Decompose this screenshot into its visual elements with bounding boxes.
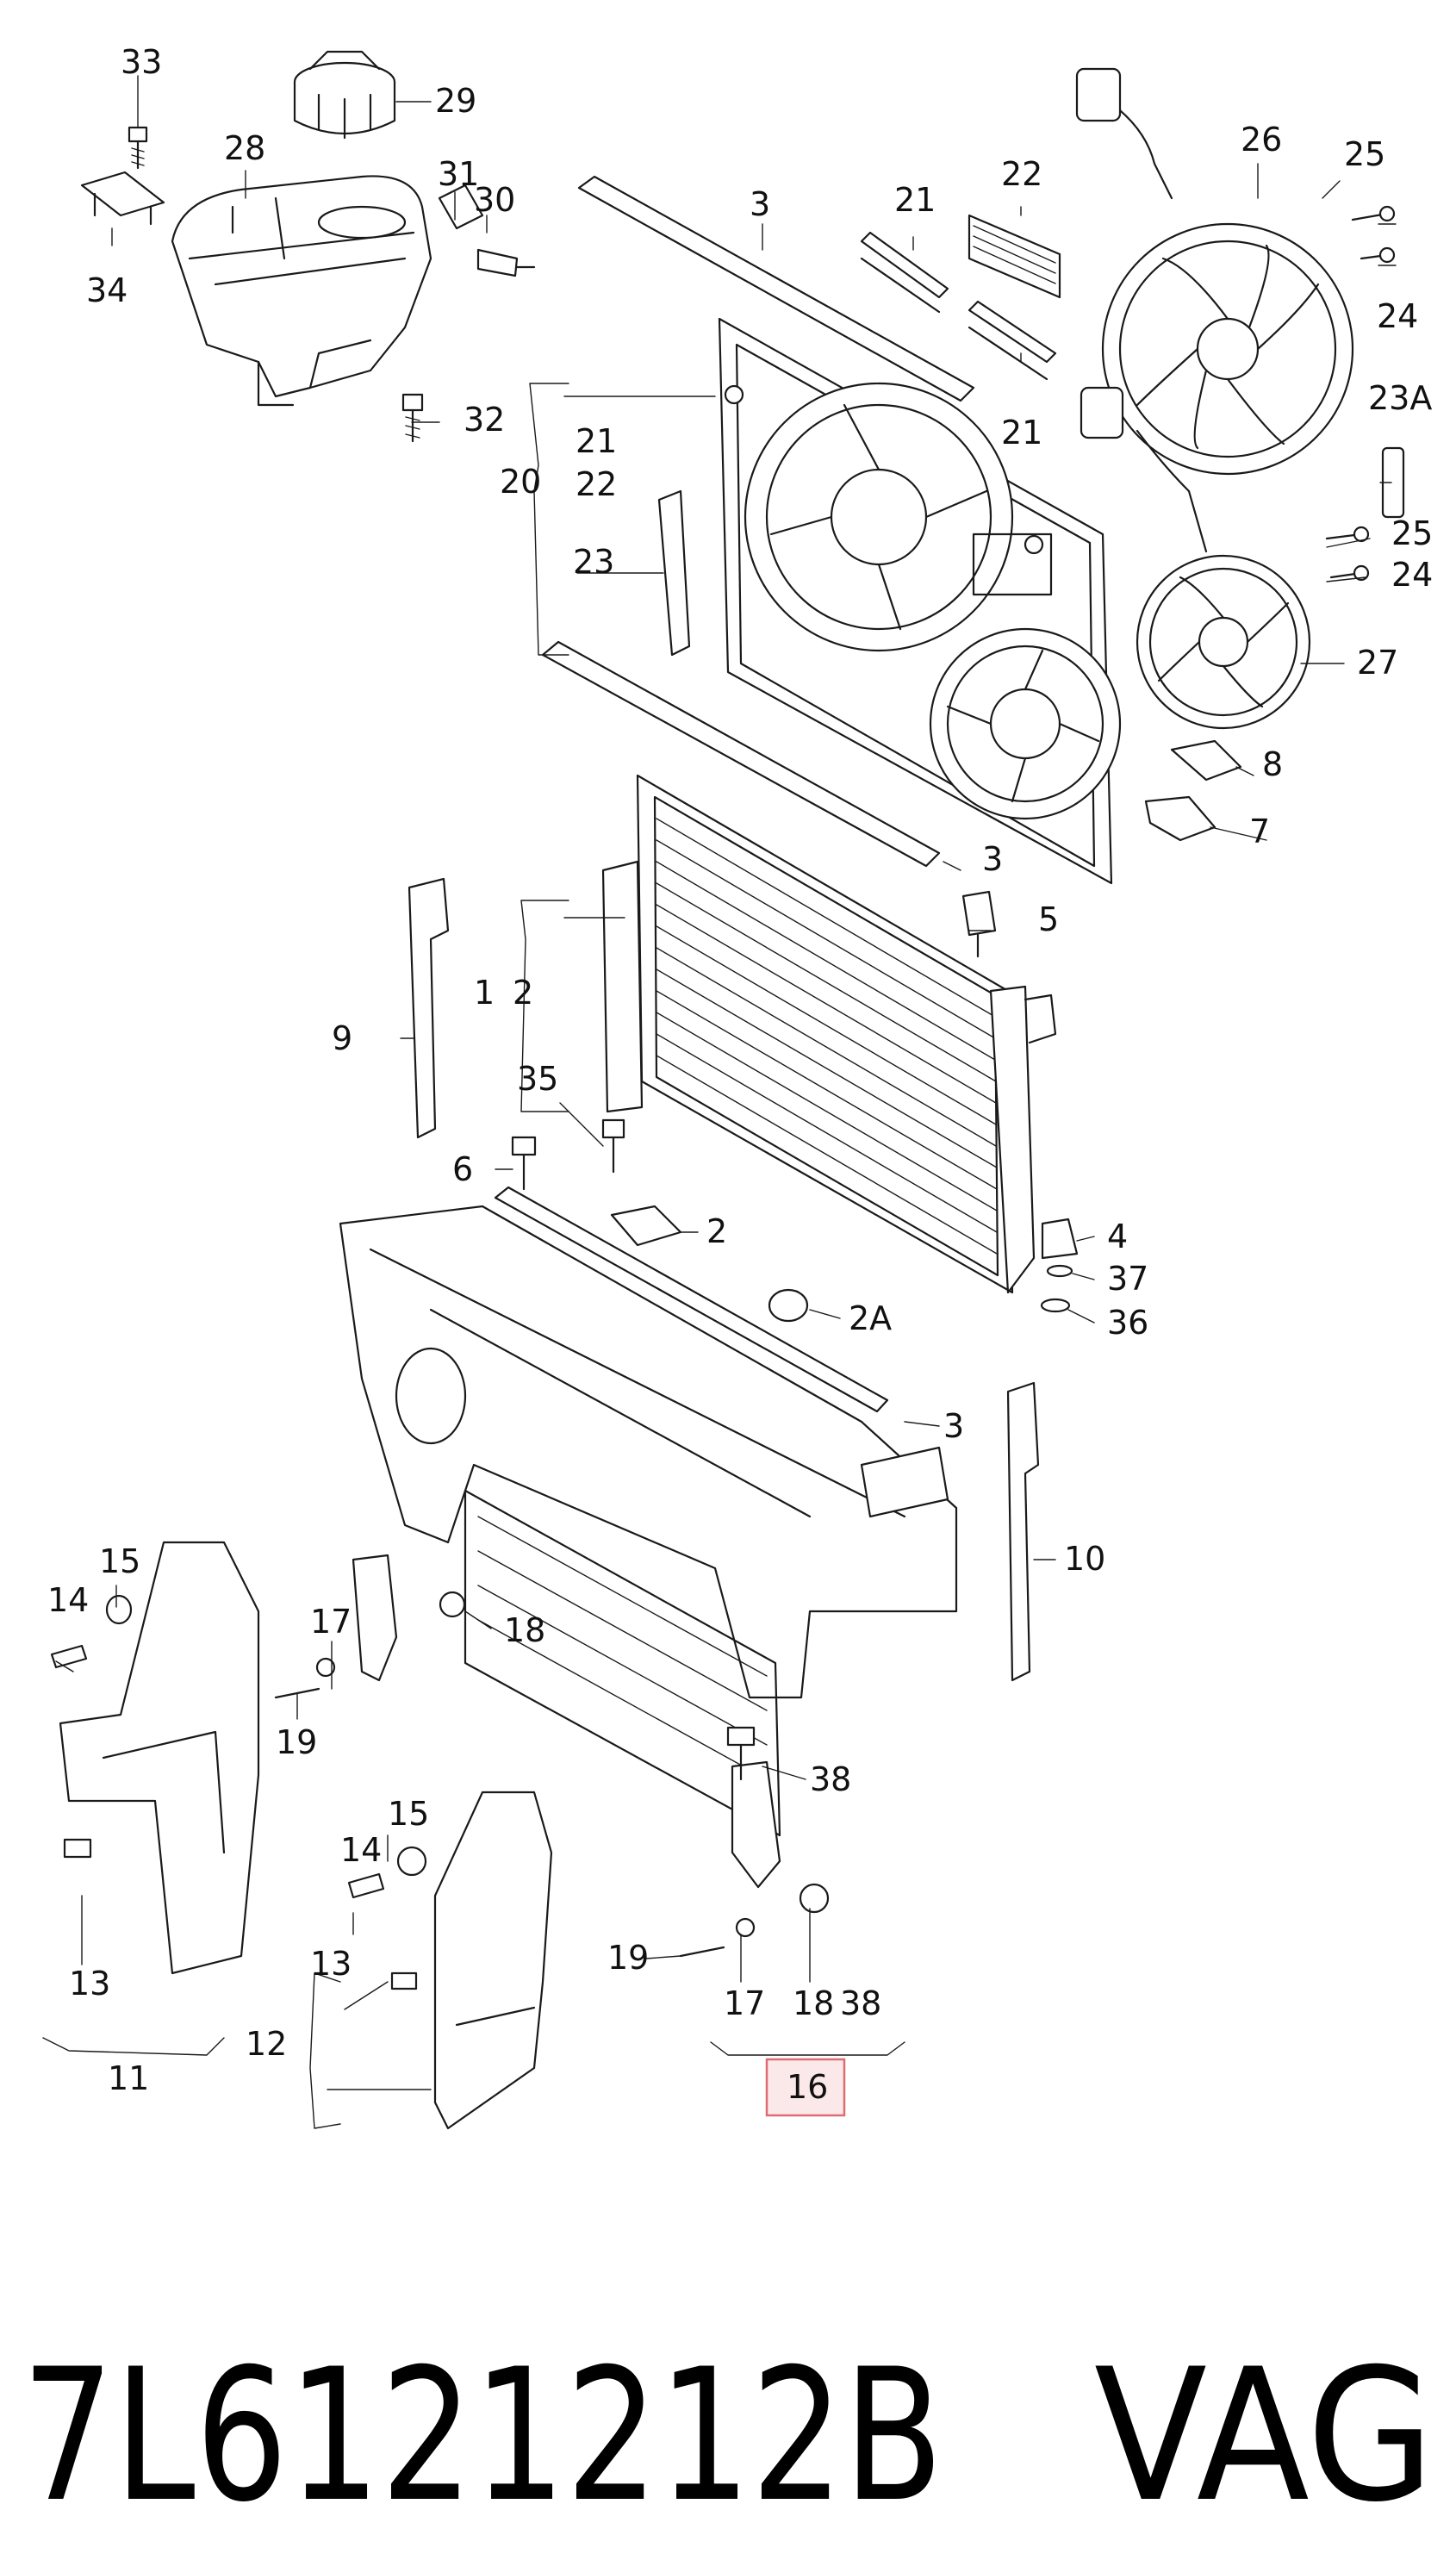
callout-labels: 33 29 28 31 30 34 32 3 21 22 21 20 21 22… bbox=[47, 43, 1433, 2106]
callout-21-top: 21 bbox=[894, 181, 936, 219]
part-number: 7L6121212B bbox=[22, 2329, 943, 2542]
bolt-6 bbox=[511, 1136, 537, 1191]
callout-23a: 23A bbox=[1368, 379, 1432, 417]
callout-28: 28 bbox=[224, 129, 265, 167]
callout-36: 36 bbox=[1107, 1304, 1148, 1342]
highlight-box-16 bbox=[765, 2058, 846, 2117]
callout-1: 1 bbox=[474, 974, 495, 1012]
seal-23 bbox=[657, 489, 691, 657]
callout-5: 5 bbox=[1038, 900, 1059, 938]
callout-3-top: 3 bbox=[750, 185, 770, 223]
callout-15-mid: 15 bbox=[388, 1795, 429, 1833]
air-guide-12 bbox=[347, 1791, 553, 2130]
callout-10: 10 bbox=[1064, 1540, 1105, 1578]
callout-8: 8 bbox=[1262, 745, 1283, 783]
bracket-10 bbox=[1006, 1381, 1040, 1682]
callout-23: 23 bbox=[573, 543, 614, 581]
callout-3-mid: 3 bbox=[982, 840, 1003, 878]
callout-29: 29 bbox=[435, 82, 476, 120]
callout-27: 27 bbox=[1357, 644, 1398, 682]
callout-21-group: 21 bbox=[576, 422, 617, 460]
callout-4: 4 bbox=[1107, 1218, 1128, 1255]
callout-38-low: 38 bbox=[840, 1984, 881, 2022]
callout-13-mid: 13 bbox=[310, 1945, 352, 1983]
fan-27 bbox=[1080, 386, 1311, 730]
seal-strip-3-lower bbox=[494, 1186, 889, 1413]
reservoir-bracket bbox=[80, 171, 165, 226]
mount-4 bbox=[1040, 1218, 1079, 1313]
callout-32: 32 bbox=[464, 401, 505, 439]
bracket-7 bbox=[1144, 795, 1216, 842]
callout-19-low: 19 bbox=[607, 1939, 649, 1977]
callout-17-low: 17 bbox=[724, 1984, 765, 2022]
callout-34: 34 bbox=[86, 271, 128, 309]
callout-37: 37 bbox=[1107, 1260, 1148, 1298]
brand-name: VAG bbox=[1094, 2329, 1434, 2542]
callout-25-top: 25 bbox=[1344, 135, 1385, 173]
callout-11: 11 bbox=[108, 2059, 149, 2097]
callout-25-low: 25 bbox=[1391, 514, 1433, 552]
leader-lines bbox=[42, 75, 1397, 2129]
callout-18-low: 18 bbox=[793, 1984, 834, 2022]
callout-35: 35 bbox=[517, 1060, 558, 1098]
seal-22 bbox=[968, 214, 1061, 299]
fan-shroud bbox=[718, 317, 1122, 885]
callout-7: 7 bbox=[1249, 813, 1270, 850]
callout-26: 26 bbox=[1241, 121, 1282, 159]
callout-22-top: 22 bbox=[1001, 155, 1042, 193]
grommet-2a bbox=[768, 1288, 809, 1323]
callout-19-top: 19 bbox=[276, 1723, 317, 1761]
reservoir-sensor bbox=[438, 184, 536, 277]
fan-26 bbox=[1075, 67, 1354, 476]
callout-38-top: 38 bbox=[810, 1760, 851, 1798]
screws-24-25 bbox=[1325, 205, 1396, 582]
callout-14-mid: 14 bbox=[340, 1831, 382, 1869]
screw-33 bbox=[128, 126, 148, 170]
callout-15-top: 15 bbox=[99, 1542, 140, 1580]
callout-22-group: 22 bbox=[576, 465, 617, 503]
callout-30: 30 bbox=[474, 181, 515, 219]
callout-16: 16 bbox=[787, 2068, 828, 2106]
callout-31: 31 bbox=[438, 155, 479, 193]
callout-20: 20 bbox=[500, 463, 541, 501]
bolt-32 bbox=[401, 393, 424, 443]
seal-strip-3-top bbox=[577, 175, 975, 402]
air-guide-11 bbox=[50, 1541, 260, 1975]
coolant-reservoir bbox=[171, 175, 432, 407]
callout-17-top: 17 bbox=[310, 1603, 352, 1641]
radiator bbox=[601, 774, 1057, 1294]
seal-strip-3-mid bbox=[541, 640, 941, 868]
callout-2a: 2A bbox=[849, 1299, 892, 1337]
callout-12: 12 bbox=[246, 2025, 287, 2063]
clip-2 bbox=[610, 1205, 682, 1247]
callout-3-low: 3 bbox=[943, 1407, 964, 1445]
bolt-35 bbox=[601, 1118, 625, 1174]
callout-24-top: 24 bbox=[1377, 297, 1418, 335]
front-carrier bbox=[339, 1205, 958, 1837]
callout-9: 9 bbox=[332, 1019, 352, 1057]
seal-21-lower bbox=[968, 300, 1057, 381]
callout-33: 33 bbox=[121, 43, 162, 81]
callout-24-low: 24 bbox=[1391, 556, 1433, 594]
clip-8 bbox=[1170, 739, 1242, 782]
callout-6: 6 bbox=[452, 1150, 473, 1188]
callout-18-top: 18 bbox=[504, 1611, 545, 1649]
bracket-9 bbox=[408, 877, 450, 1139]
callout-21-low: 21 bbox=[1001, 414, 1042, 452]
callout-14-top: 14 bbox=[47, 1581, 89, 1619]
seal-21-upper bbox=[860, 231, 949, 314]
callout-13-left: 13 bbox=[69, 1965, 110, 2003]
clip-5 bbox=[961, 890, 997, 958]
callout-2-group: 2 bbox=[513, 974, 533, 1012]
callout-2: 2 bbox=[706, 1212, 727, 1250]
reservoir-cap bbox=[293, 50, 396, 140]
